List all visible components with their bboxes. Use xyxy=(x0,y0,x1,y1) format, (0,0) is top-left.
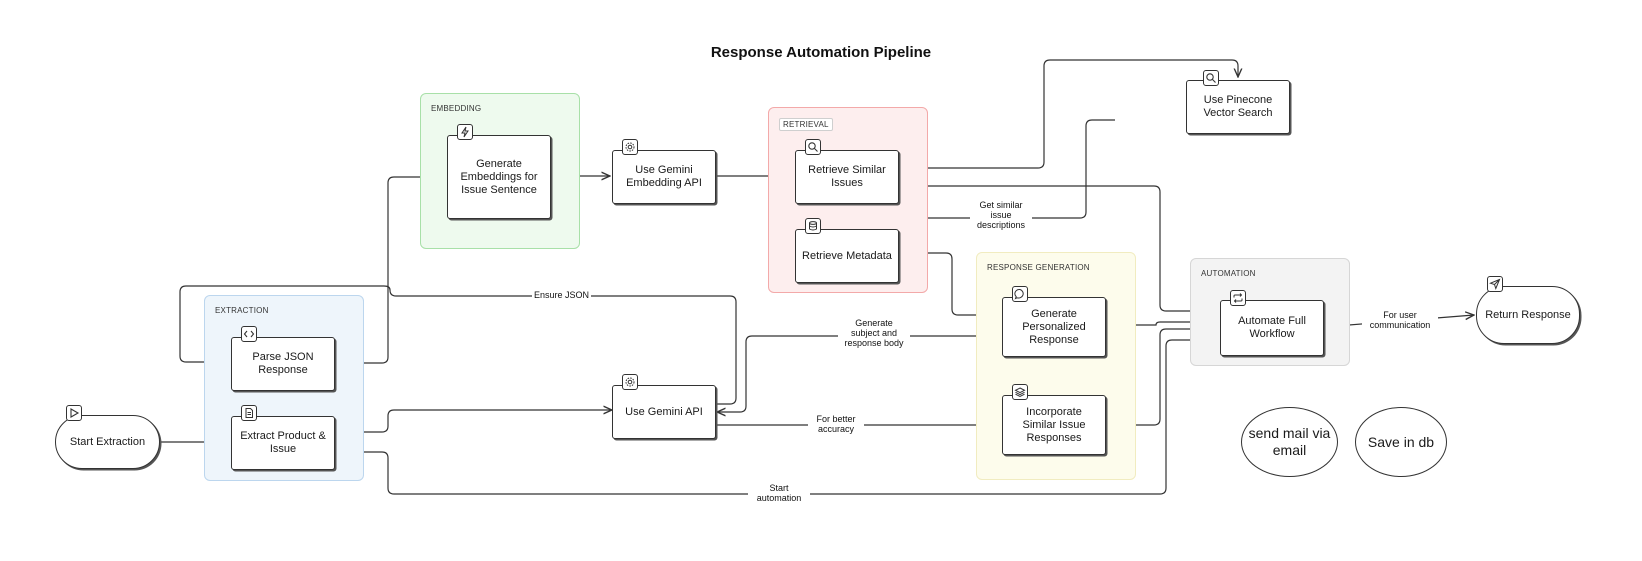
extract-product-label: Extract Product & Issue xyxy=(240,430,326,455)
edge-incorporate-to-automate xyxy=(1104,329,1218,426)
retrieve-metadata-node[interactable]: Retrieve Metadata xyxy=(795,229,899,283)
repeat-icon xyxy=(1230,290,1246,306)
group-label-response-generation: RESPONSE GENERATION xyxy=(987,263,1090,272)
edge-label-start-automation: Start automation xyxy=(748,483,810,503)
send-icon xyxy=(1487,276,1503,292)
generate-personalized-node[interactable]: Generate Personalized Response xyxy=(1002,297,1106,357)
edge-parse-to-embeddings xyxy=(336,177,446,364)
parse-json-node[interactable]: Parse JSON Response xyxy=(231,337,335,391)
edge-label-ensure-json: Ensure JSON xyxy=(532,290,592,300)
use-gemini-embedding-node[interactable]: Use Gemini Embedding API xyxy=(612,150,716,204)
edge-gemini-to-parse xyxy=(179,285,737,405)
gear-icon xyxy=(622,139,638,155)
save-db-ellipse[interactable]: Save in db xyxy=(1355,407,1447,477)
edge-personalized-to-gemini xyxy=(717,335,1000,412)
save-db-label: Save in db xyxy=(1367,433,1435,450)
search-icon xyxy=(1203,70,1219,86)
edge-label-user-communication: For user communication xyxy=(1362,310,1438,330)
use-gemini-api-label: Use Gemini API xyxy=(625,405,703,418)
incorporate-similar-node[interactable]: Incorporate Similar Issue Responses xyxy=(1002,395,1106,455)
send-mail-label: send mail via email xyxy=(1248,425,1331,458)
group-label-retrieval: RETRIEVAL xyxy=(779,118,833,131)
retrieve-metadata-label: Retrieve Metadata xyxy=(802,249,892,262)
diagram-title: Response Automation Pipeline xyxy=(710,44,932,61)
group-label-automation: AUTOMATION xyxy=(1201,269,1256,278)
lightning-icon xyxy=(457,124,473,140)
edge-retrieve-to-pinecone xyxy=(899,59,1238,169)
edge-extract-to-gemini xyxy=(336,410,612,433)
incorporate-similar-label: Incorporate Similar Issue Responses xyxy=(1022,405,1086,444)
edge-automate-to-retrieve xyxy=(903,186,1218,312)
layers-icon xyxy=(1012,384,1028,400)
group-label-extraction: EXTRACTION xyxy=(215,306,269,315)
pinecone-label: Use Pinecone Vector Search xyxy=(1203,94,1273,119)
group-label-embedding: EMBEDDING xyxy=(431,104,482,113)
generate-embeddings-node[interactable]: Generate Embeddings for Issue Sentence xyxy=(447,135,551,219)
parse-json-label: Parse JSON Response xyxy=(252,351,314,376)
retrieve-similar-label: Retrieve Similar Issues xyxy=(808,164,886,189)
edge-label-get-similar: Get similar issue descriptions xyxy=(970,200,1032,230)
retrieve-similar-node[interactable]: Retrieve Similar Issues xyxy=(795,150,899,204)
edge-label-generate-subject: Generate subject and response body xyxy=(838,318,910,348)
start-extraction-node[interactable]: Start Extraction xyxy=(55,415,160,469)
return-response-node[interactable]: Return Response xyxy=(1476,286,1580,344)
play-icon xyxy=(66,405,82,421)
search-icon xyxy=(805,139,821,155)
code-icon xyxy=(241,326,257,342)
edge-metadata-to-personalized xyxy=(900,252,1000,315)
automate-workflow-node[interactable]: Automate Full Workflow xyxy=(1220,300,1324,356)
send-mail-ellipse[interactable]: send mail via email xyxy=(1241,407,1338,477)
generate-embeddings-label: Generate Embeddings for Issue Sentence xyxy=(460,157,538,196)
document-icon xyxy=(241,405,257,421)
return-response-label: Return Response xyxy=(1485,308,1571,321)
start-extraction-label: Start Extraction xyxy=(69,435,146,448)
edge-automate-to-personalized xyxy=(1104,322,1218,325)
group-embedding: EMBEDDING xyxy=(420,93,580,249)
pinecone-node[interactable]: Use Pinecone Vector Search xyxy=(1186,80,1290,134)
message-icon xyxy=(1012,286,1028,302)
use-gemini-api-node[interactable]: Use Gemini API xyxy=(612,385,716,439)
extract-product-node[interactable]: Extract Product & Issue xyxy=(231,416,335,470)
database-icon xyxy=(805,218,821,234)
edge-label-better-accuracy: For better accuracy xyxy=(808,414,864,434)
gear-icon xyxy=(622,374,638,390)
use-gemini-embedding-label: Use Gemini Embedding API xyxy=(626,164,702,189)
automate-workflow-label: Automate Full Workflow xyxy=(1238,315,1306,340)
generate-personalized-label: Generate Personalized Response xyxy=(1022,307,1086,346)
